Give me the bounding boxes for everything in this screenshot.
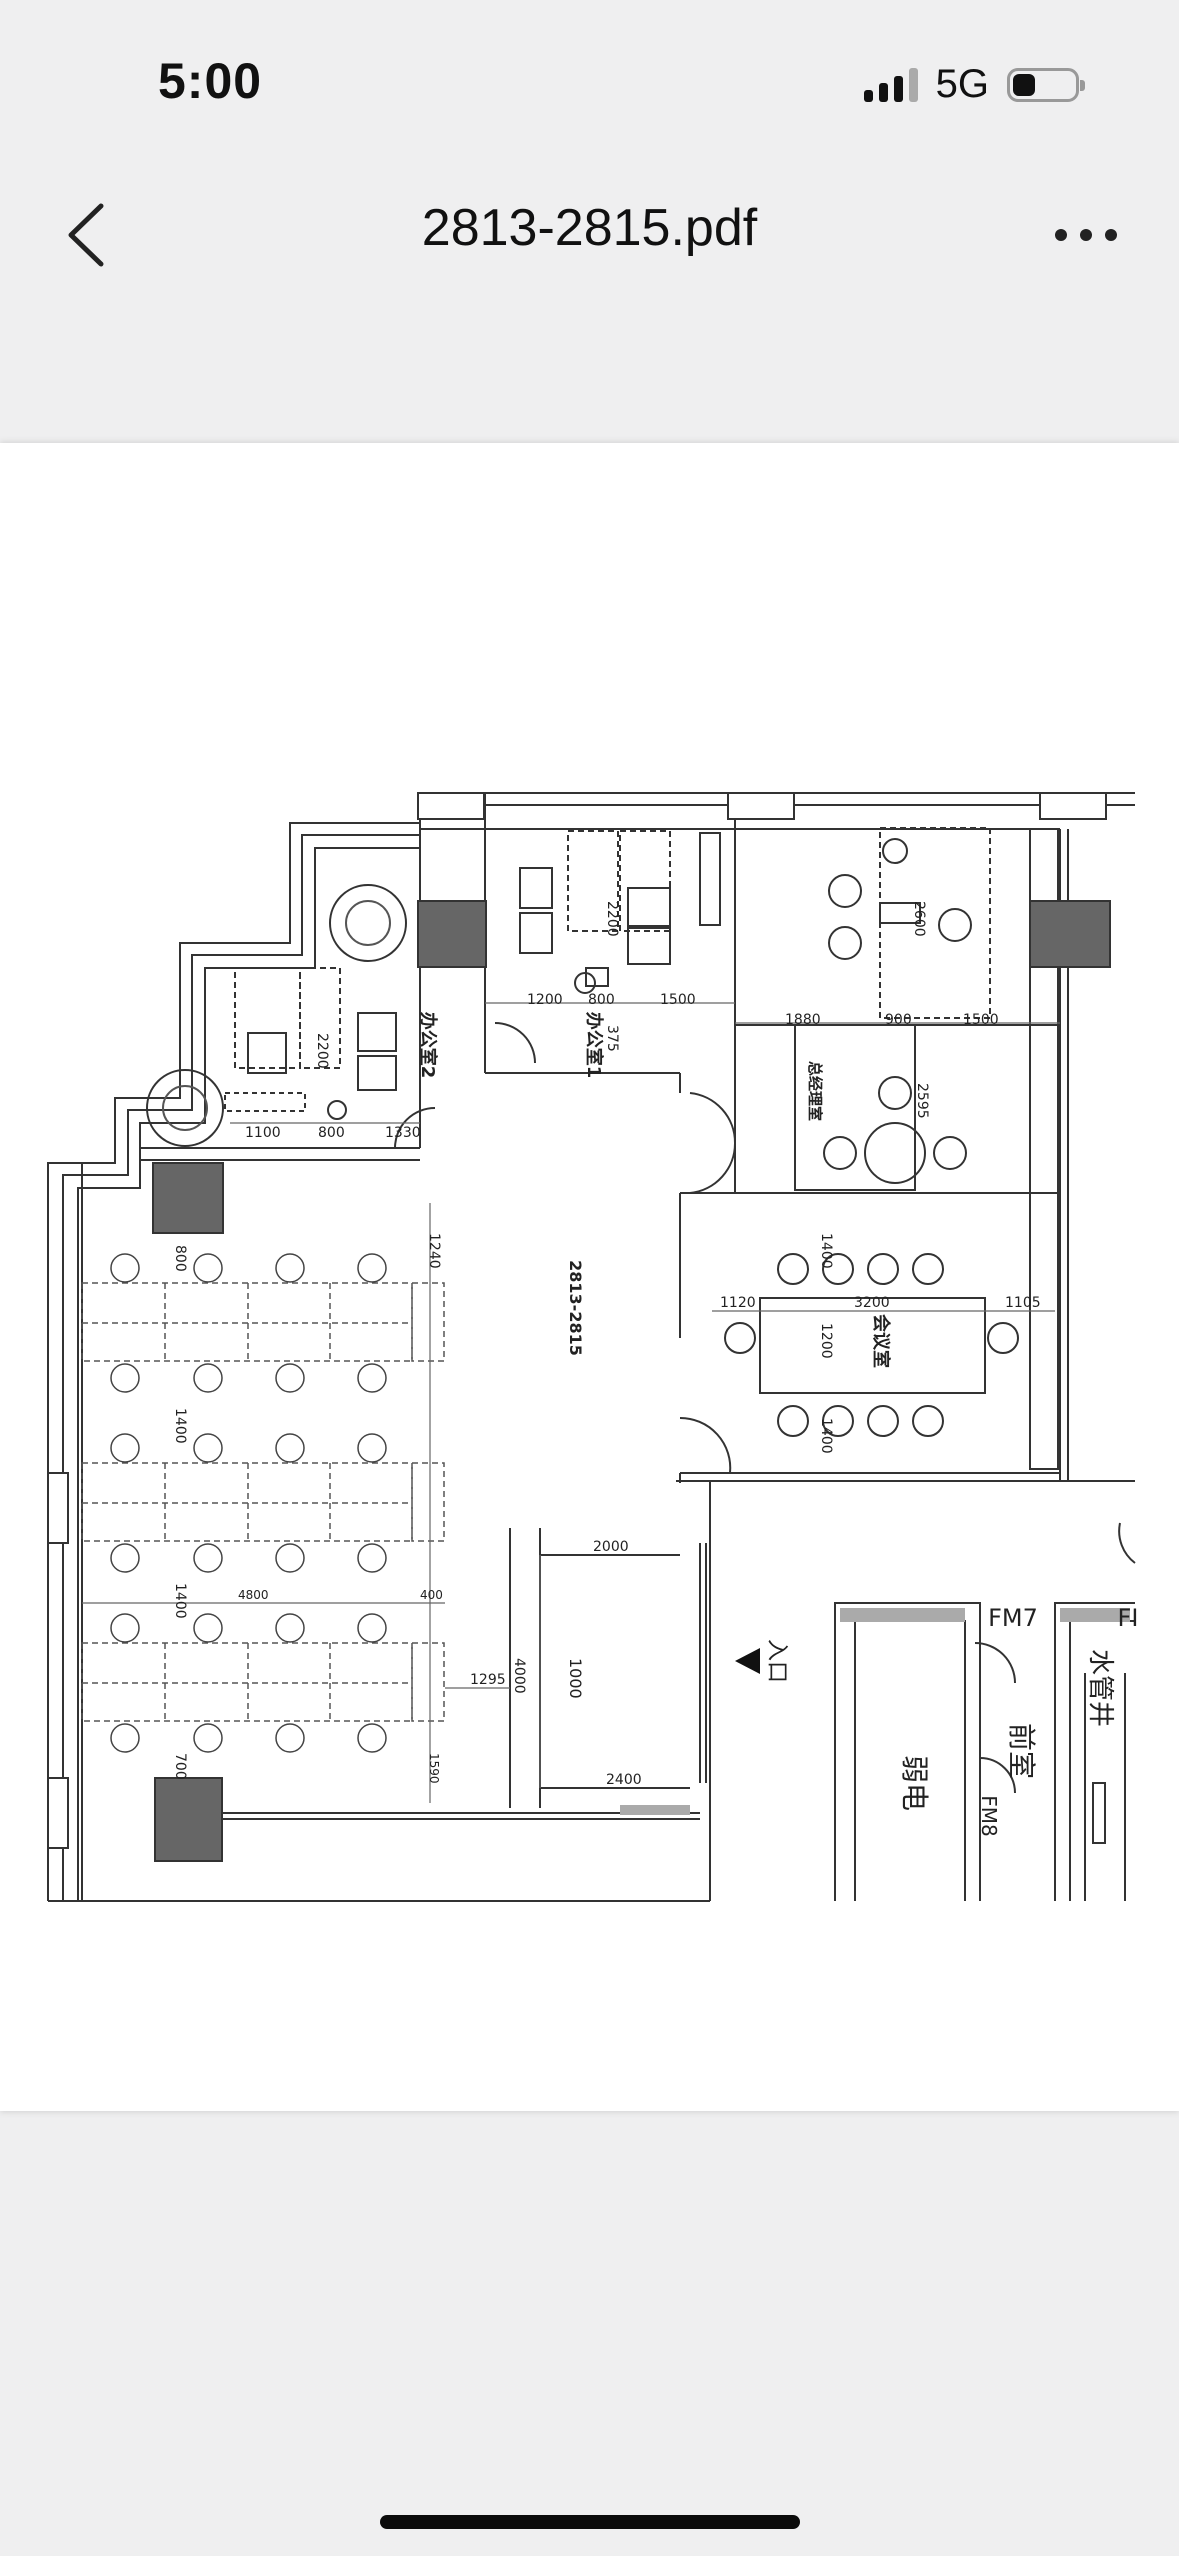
dim-1880: 1880	[785, 1012, 821, 1028]
dim-1400d: 1400	[172, 1583, 188, 1619]
dim-1240: 1240	[426, 1233, 442, 1269]
dim-1200: 1200	[527, 992, 563, 1008]
more-horizontal-icon	[1055, 229, 1117, 241]
dim-4800: 4800	[238, 1588, 269, 1602]
navigation-bar: 2813-2815.pdf	[0, 150, 1179, 300]
dim-1120: 1120	[720, 1295, 756, 1311]
cellular-signal-icon	[863, 67, 918, 102]
dim-2400: 2400	[606, 1772, 642, 1788]
dim-1330: 1330	[385, 1125, 421, 1141]
label-fi: FI	[1118, 1604, 1139, 1632]
label-water-pipe: 水管井	[1085, 1649, 1115, 1727]
dim-2000: 2000	[593, 1539, 629, 1555]
label-office1: 办公室1	[583, 1012, 605, 1079]
label-gm-office: 总经理室	[806, 1061, 824, 1121]
dim-1500: 1500	[660, 992, 696, 1008]
dim-1105: 1105	[1005, 1295, 1041, 1311]
dim-1400c: 1400	[172, 1408, 188, 1444]
dim-2200b: 2200	[314, 1033, 330, 1069]
label-office2: 办公室2	[417, 1012, 439, 1079]
label-meeting-room: 会议室	[870, 1314, 892, 1368]
dim-4000: 4000	[511, 1658, 527, 1694]
floor-plan-drawing: 办公室1 办公室2 总经理室 会议室 2813-2815 入口 前室 弱电 水管…	[47, 792, 1139, 1902]
dim-800b: 800	[318, 1125, 345, 1141]
dim-1400b: 1400	[818, 1418, 834, 1454]
dim-400: 400	[420, 1588, 443, 1602]
status-bar: 5:00 5G	[0, 0, 1179, 150]
chevron-left-icon	[68, 203, 104, 267]
document-title: 2813-2815.pdf	[421, 199, 758, 257]
label-lobby: 前室	[1005, 1723, 1038, 1779]
dim-1500b: 1500	[963, 1012, 999, 1028]
label-fm7: FM7	[988, 1604, 1038, 1632]
dim-1295: 1295	[470, 1672, 506, 1688]
dim-800c: 800	[172, 1245, 188, 1272]
label-unit-number: 2813-2815	[566, 1260, 585, 1356]
status-time: 5:00	[158, 53, 263, 109]
battery-icon	[1007, 67, 1085, 102]
label-entrance: 入口	[764, 1639, 789, 1683]
dim-2600: 2600	[911, 901, 927, 937]
network-type: 5G	[935, 62, 989, 106]
label-weak-current: 弱电	[898, 1755, 931, 1811]
dim-700: 700	[172, 1753, 188, 1780]
dim-1000: 1000	[566, 1658, 585, 1699]
dim-1590: 1590	[427, 1753, 441, 1784]
dim-800: 800	[588, 992, 615, 1008]
dim-900: 900	[885, 1012, 912, 1028]
pdf-page[interactable]: 办公室1 办公室2 总经理室 会议室 2813-2815 入口 前室 弱电 水管…	[0, 443, 1179, 2111]
dim-1100: 1100	[245, 1125, 281, 1141]
dim-1400a: 1400	[818, 1233, 834, 1269]
dim-3200: 3200	[854, 1295, 890, 1311]
dim-1200b: 1200	[818, 1323, 834, 1359]
dim-2595: 2595	[914, 1083, 930, 1119]
back-button[interactable]	[45, 190, 135, 280]
dim-375: 375	[604, 1025, 620, 1052]
more-options-button[interactable]	[1041, 195, 1131, 275]
dim-2200: 2200	[604, 901, 620, 937]
status-indicators: 5G	[863, 62, 1085, 107]
label-fm8: FM8	[977, 1795, 1001, 1836]
home-indicator[interactable]	[380, 2515, 800, 2529]
